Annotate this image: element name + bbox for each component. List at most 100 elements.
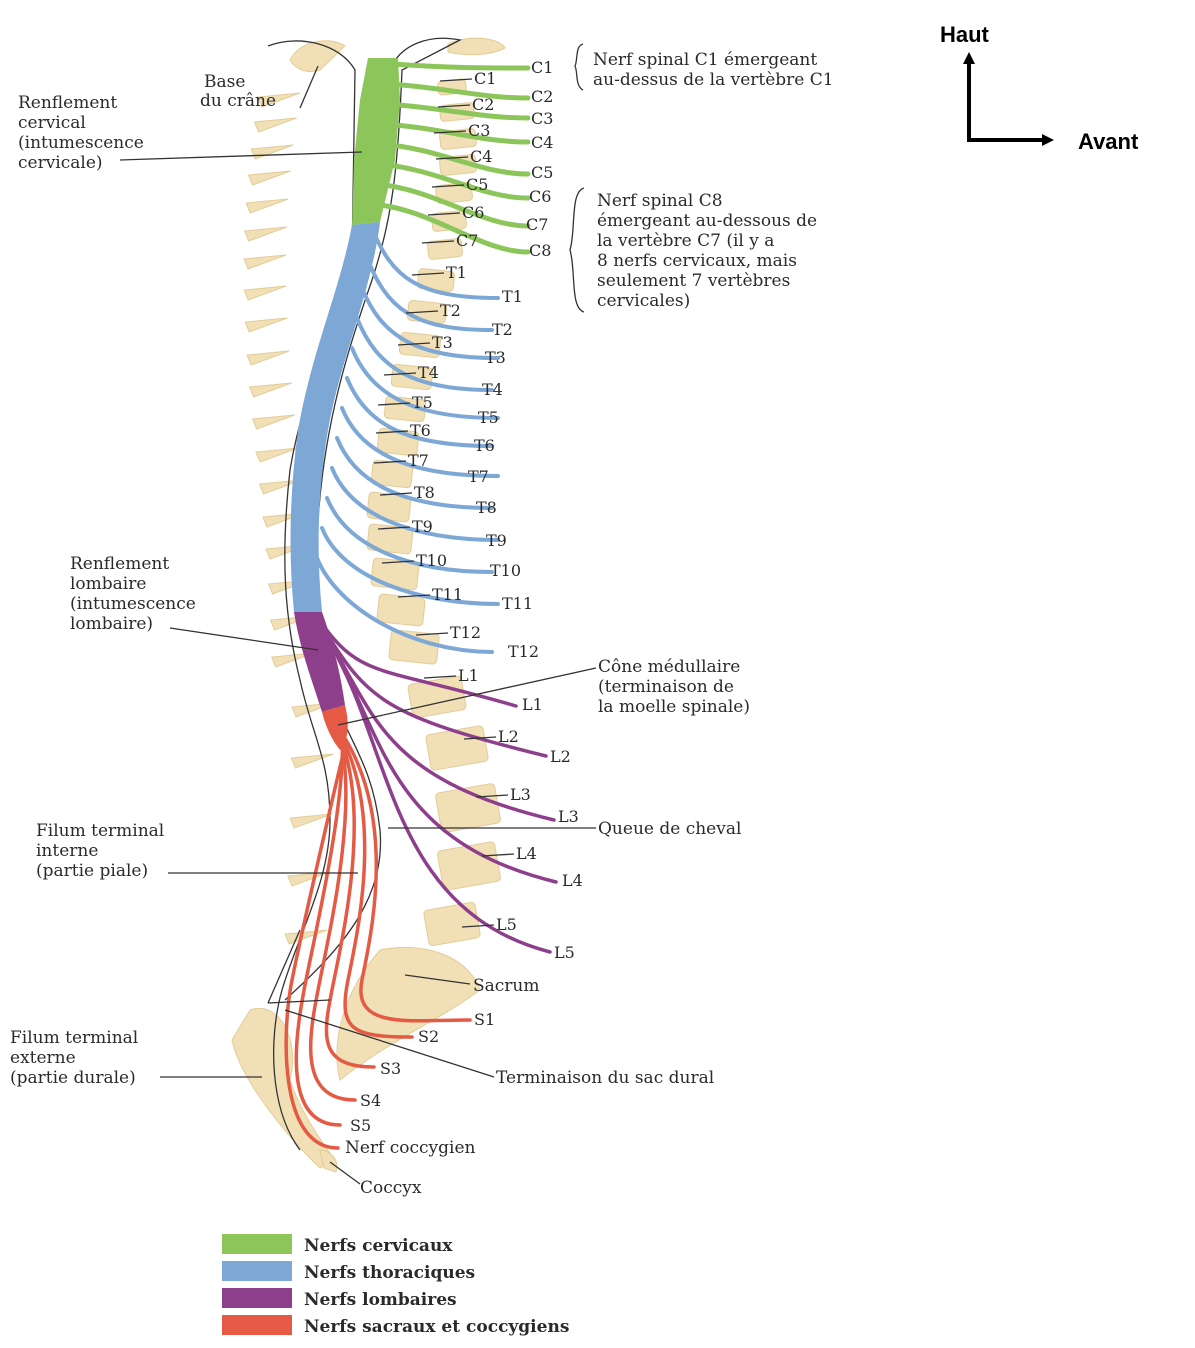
sacrum-bone [337,947,480,1080]
orientation-front-label: Avant [1078,129,1139,154]
cord-thoracic [291,222,380,612]
svg-text:la vertèbre C7 (il y a: la vertèbre C7 (il y a [597,231,774,251]
thoracic-nerve-label: T6 [474,436,495,455]
cervical-nerve-label: C2 [531,87,553,106]
cord-lumbar [294,612,345,712]
orientation-indicator: Haut Avant [940,22,1139,154]
cervical-nerve-label: C7 [526,215,548,234]
note-nerf-coccygien: Nerf coccygien [345,1138,476,1158]
label-renflement-cervical: Renflement cervical (intumescence cervic… [18,93,144,173]
legend-label: Nerfs sacraux et coccygiens [304,1317,569,1337]
vertebra-label: L1 [458,666,479,685]
svg-text:cervical: cervical [18,113,86,133]
thoracic-nerve-label: T7 [468,467,489,486]
lumbar-nerve-label: L1 [522,695,543,714]
thoracic-nerve-label: T10 [490,561,521,580]
spinous-process [244,255,286,269]
vertebra-label: T7 [408,451,429,470]
note-cone-medullaire: Cône médullaire (terminaison de la moell… [598,657,750,717]
vertebra-label: L3 [510,785,531,804]
note-sacrum: Sacrum [473,976,540,996]
sacral-nerve-label: S4 [360,1091,381,1110]
sacral-nerve-label: S3 [380,1059,401,1078]
svg-text:(partie durale): (partie durale) [10,1068,136,1088]
spinous-process [248,171,290,185]
svg-text:Renflement: Renflement [70,554,169,574]
label-filum-externe: Filum terminal externe (partie durale) [10,1028,138,1088]
vertebra-label: T8 [414,483,435,502]
coccyx-bone [320,1150,337,1172]
svg-text:au-dessus de la vertèbre C1: au-dessus de la vertèbre C1 [593,70,834,90]
svg-text:(partie piale): (partie piale) [36,861,148,881]
cervical-nerve-label: C1 [531,58,553,77]
vertebra-label: C7 [456,231,478,250]
thoracic-nerve-label: T8 [476,498,497,517]
spinous-process [253,415,295,429]
spinous-process [245,227,287,241]
spinous-process [247,351,289,365]
orientation-up-label: Haut [940,22,990,47]
svg-text:du crâne: du crâne [200,91,276,111]
legend-label: Nerfs thoraciques [304,1263,475,1283]
vertebral-body [377,594,426,627]
svg-text:émergeant au-dessous de: émergeant au-dessous de [597,211,817,231]
vertebra-label: T1 [446,263,467,282]
svg-text:cervicales): cervicales) [597,291,690,311]
svg-text:8 nerfs cervicaux, mais: 8 nerfs cervicaux, mais [597,251,797,271]
spinous-process [255,118,297,132]
brace-c1 [575,44,583,90]
svg-text:interne: interne [36,841,98,861]
svg-text:Nerf spinal C1 émergeant: Nerf spinal C1 émergeant [593,50,817,70]
spinous-process [285,930,327,944]
vertebra-label: T12 [450,623,481,642]
svg-text:(intumescence: (intumescence [70,594,196,614]
svg-text:Filum terminal: Filum terminal [36,821,164,841]
arrow-right-head-icon [1042,134,1054,146]
cervical-nerve-label: C8 [529,241,551,260]
svg-text:Filum terminal: Filum terminal [10,1028,138,1048]
svg-text:Base: Base [204,72,245,92]
thoracic-nerve-label: T5 [478,408,499,427]
vertebra-label: T5 [412,393,433,412]
spinous-process [245,318,287,332]
svg-text:cervicale): cervicale) [18,153,103,173]
note-sac-dural: Terminaison du sac dural [496,1068,714,1088]
svg-text:externe: externe [10,1048,76,1068]
vertebra-label: L5 [496,915,517,934]
legend-swatch [222,1261,292,1281]
vertebra-label: C5 [466,175,488,194]
vertebral-body [423,902,480,946]
thoracic-nerve-label: T9 [486,531,507,550]
sacral-nerve-label: S2 [418,1027,439,1046]
cervical-nerve [392,64,528,68]
note-coccyx: Coccyx [360,1178,422,1198]
vertebra-label: T2 [440,301,461,320]
svg-text:Nerf spinal C8: Nerf spinal C8 [597,191,723,211]
vertebra-label: C1 [474,69,496,88]
vertebra-label: T11 [432,585,463,604]
spinous-process [244,286,286,300]
note-c8: Nerf spinal C8 émergeant au-dessous de l… [597,191,817,311]
note-queue-de-cheval: Queue de cheval [598,819,741,839]
legend-label: Nerfs lombaires [304,1290,457,1310]
spinous-process [291,754,333,768]
label-renflement-lombaire: Renflement lombaire (intumescence lombai… [70,554,196,634]
thoracic-nerve-label: T3 [485,348,506,367]
svg-text:(terminaison de: (terminaison de [598,677,734,697]
svg-text:la moelle spinale): la moelle spinale) [598,697,750,717]
vertebra-label: L4 [516,844,537,863]
vertebral-body [389,630,440,665]
label-base-crane: Base du crâne [200,72,276,111]
thoracic-nerve-label: T2 [492,320,513,339]
cervical-nerve-label: C3 [531,109,553,128]
label-filum-interne: Filum terminal interne (partie piale) [36,821,164,881]
vertebra-label: T4 [418,363,439,382]
lumbar-nerve-label: L3 [558,807,579,826]
cervical-nerve-label: C6 [529,187,551,206]
lumbar-nerve-label: L4 [562,871,583,890]
cervical-nerve-label: C5 [531,163,553,182]
cervical-nerve-label: C4 [531,133,553,152]
vertebra-label: C4 [470,147,492,166]
svg-text:Renflement: Renflement [18,93,117,113]
